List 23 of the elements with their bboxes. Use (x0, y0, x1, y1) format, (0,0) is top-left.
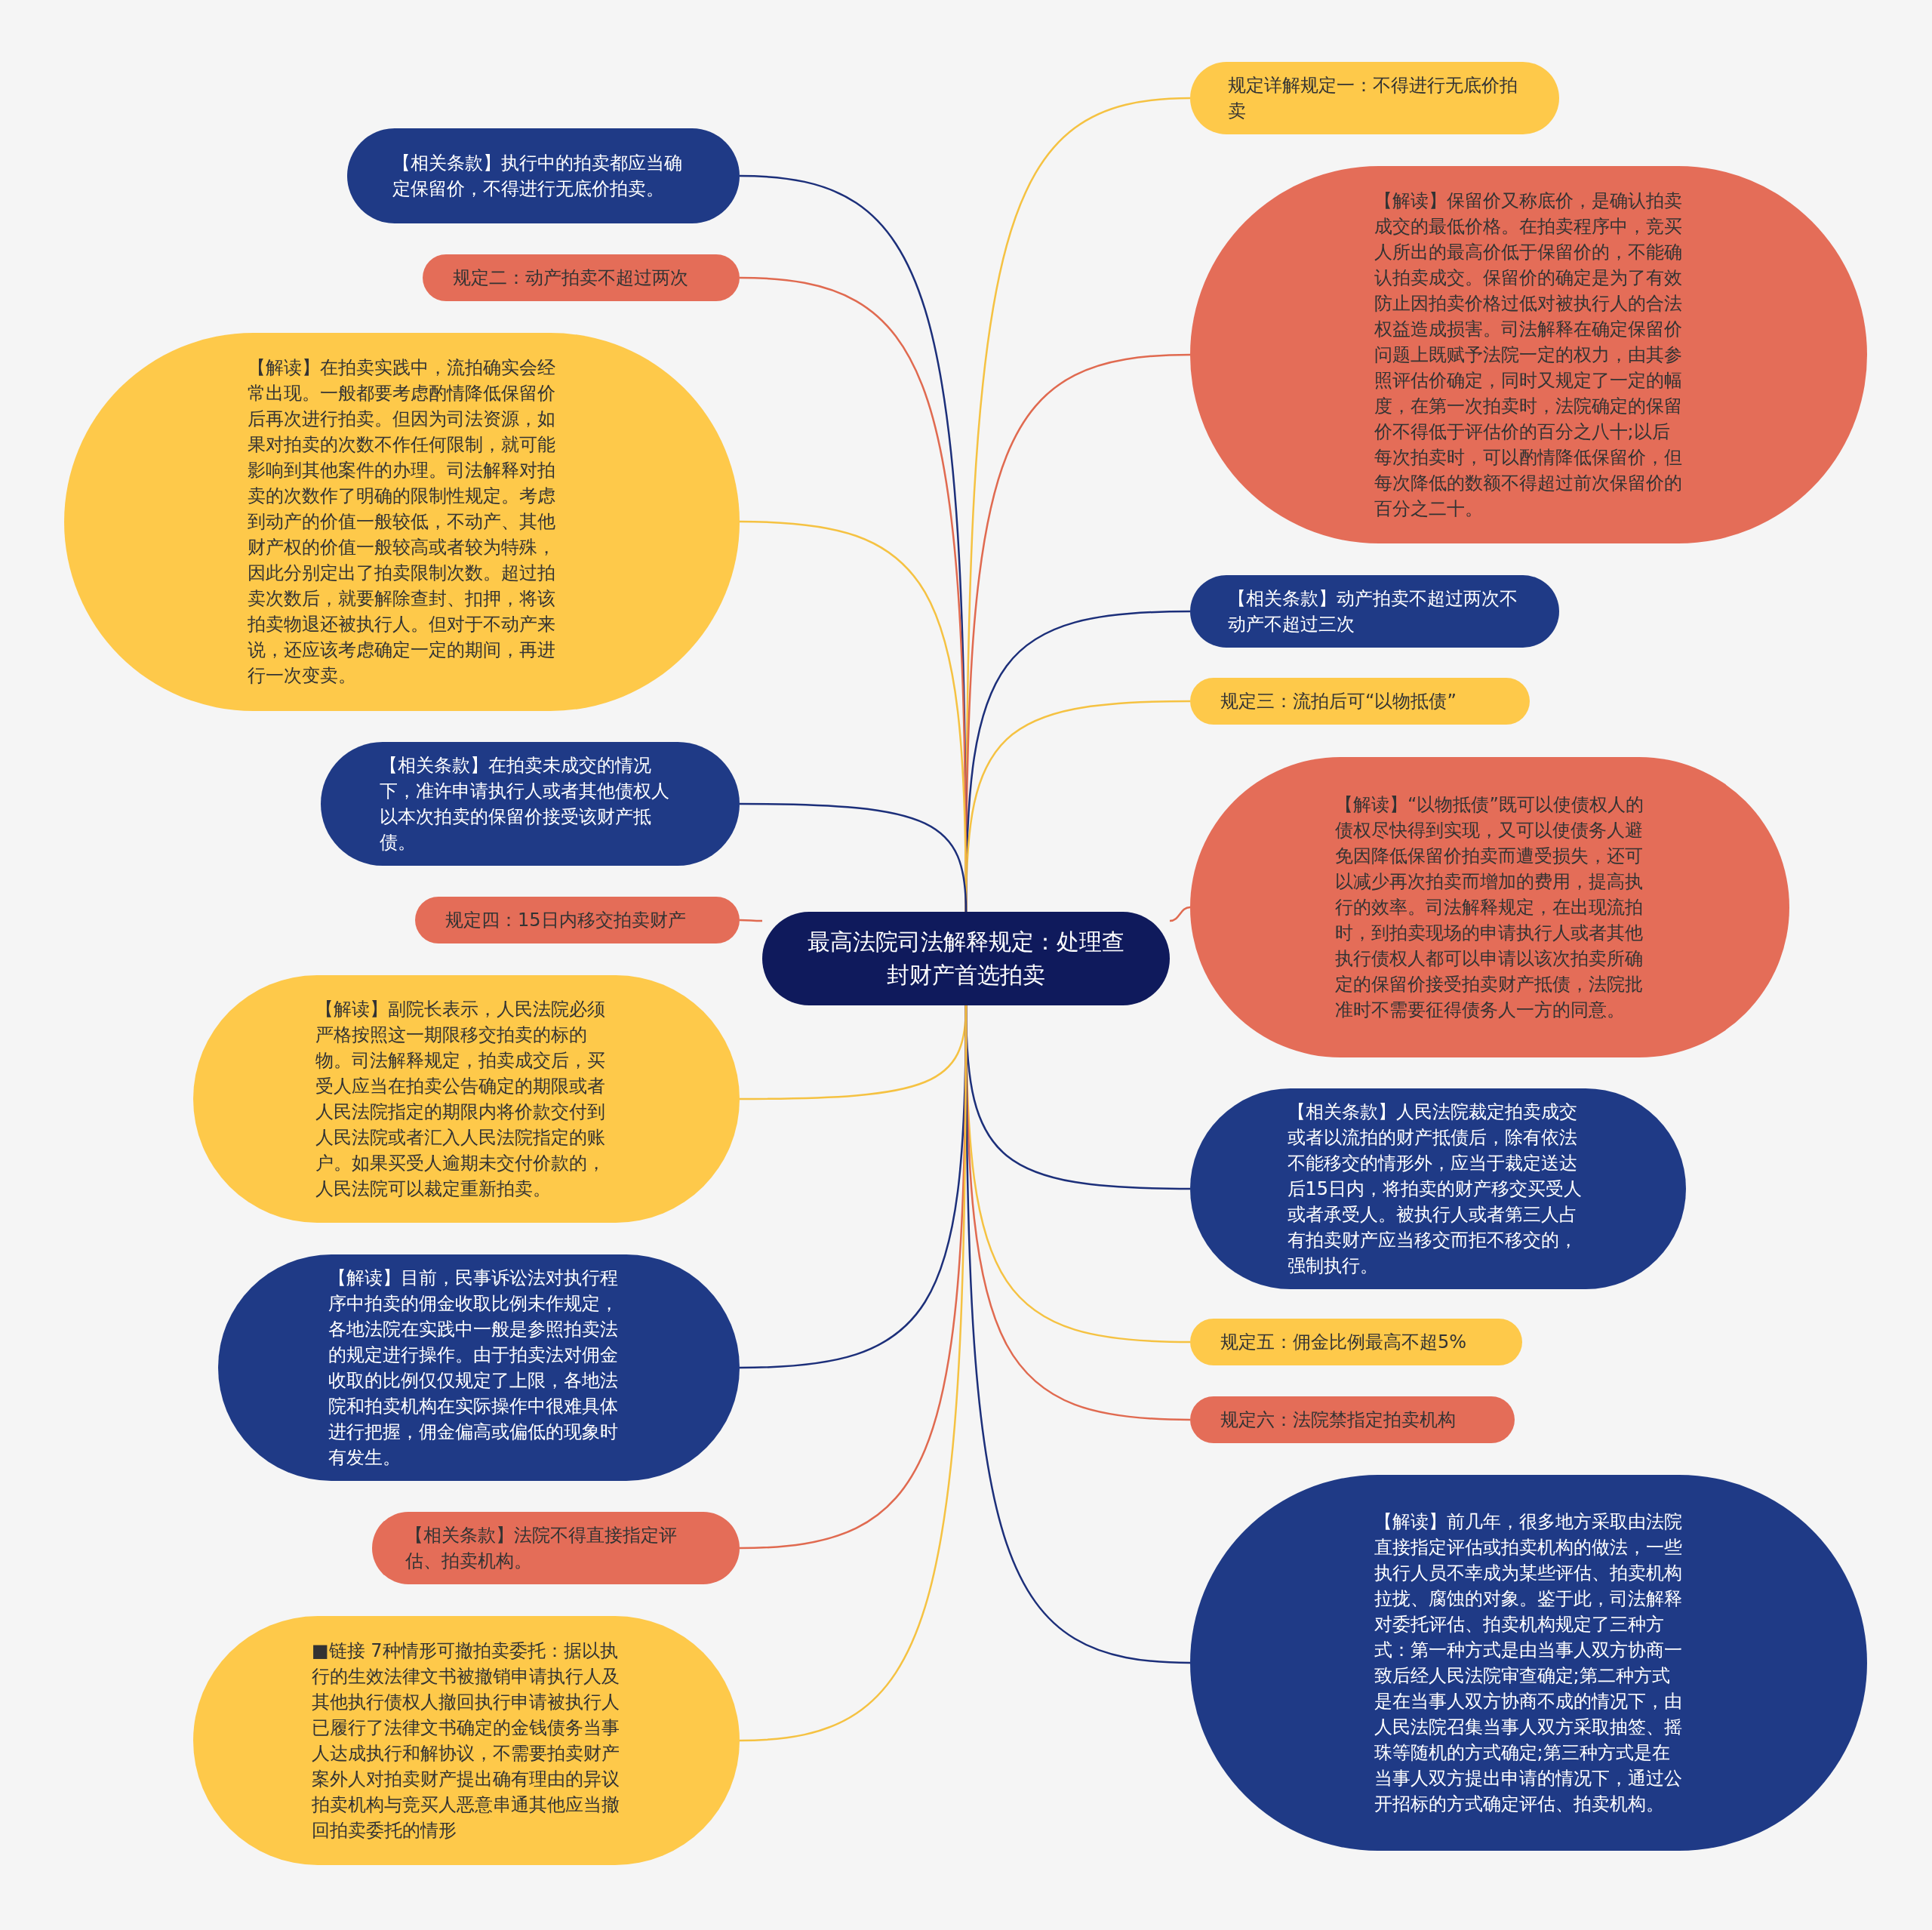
topic-text: 规定二：动产拍卖不超过两次 (453, 266, 689, 290)
topic-text: 【相关条款】法院不得直接指定评估、拍卖机构。 (405, 1524, 678, 1573)
connector-line (740, 919, 762, 922)
topic-text: 【解读】保留价又称底价，是确认拍卖成交的最低价格。在拍卖程序中，竞买人所出的最高价低于保留价的，不能确认拍卖成交。保留价的确定是为了有效防止因拍卖价格过低对被执行人的合法权益造成损害。司法解释在确定保留价问题上既赋予法院一定的权力，由其参照评估价确定，同时又规定了一定的幅度，在第一次拍卖时，法院确定的保留价不得低于评估价的百分之八十;以后每次拍卖时，可以酌情降低保留价，但每次降低的数额不得超过前次保留价的百分之二十。 (1374, 189, 1683, 521)
topic-text: 【解读】目前，民事诉讼法对执行程序中拍卖的佣金收取比例未作规定，各地法院在实践中一般是参照拍卖法的规定进行操作。由于拍卖法对佣金收取的比例仅仅规定了上限，各地法院和拍卖机构在实际操作中很难具体进行把握，佣金偏高或偏低的现象时有发生。 (328, 1267, 619, 1470)
topic-text: 规定六：法院禁指定拍卖机构 (1220, 1408, 1457, 1432)
topic-text: 【相关条款】执行中的拍卖都应当确定保留价，不得进行无底价拍卖。 (392, 152, 683, 201)
topic-text: 【相关条款】在拍卖未成交的情况下，准许申请执行人或者其他债权人以本次拍卖的保留价接受该财产抵债。 (379, 754, 670, 854)
topic-text: 规定三：流拍后可“以物抵债” (1220, 690, 1457, 713)
topic-text: 【相关条款】动产拍卖不超过两次不动产不超过三次 (1227, 587, 1518, 636)
central-topic-text: 最高法院司法解释规定：处理查封财产首选拍卖 (807, 928, 1125, 990)
topic-text: 规定五：佣金比例最高不超5% (1220, 1331, 1468, 1354)
topic-text: 规定四：15日内移交拍卖财产 (445, 909, 687, 932)
topic-text: 【相关条款】人民法院裁定拍卖成交或者以流拍的财产抵债后，除有依法不能移交的情形外，应当于裁定送达后15日内，将拍卖的财产移交买受人或者承受人。被执行人或者第三人占有拍卖财产应当移交而拒不移交的，强制执行。 (1287, 1100, 1583, 1278)
topic-text: 【解读】“以物抵债”既可以使债权人的债权尽快得到实现，又可以使债务人避免因降低保留价拍卖而遭受损失，还可以减少再次拍卖而增加的费用，提高执行的效率。司法解释规定，在出现流拍时，到拍卖现场的申请执行人或者其他执行债权人都可以申请以该次拍卖所确定的保留价接受拍卖财产抵债，法院批准时不需要征得债务人一方的同意。 (1335, 793, 1644, 1022)
topic-text: ■链接 7种情形可撤拍卖委托：据以执行的生效法律文书被撤销申请执行人及其他执行债权人撤回执行申请被执行人已履行了法律文书确定的金钱债务当事人达成执行和解协议，不需要拍卖财产案外人对拍卖财产提出确有理由的异议拍卖机构与竞买人恶意串通其他应当撤回拍卖委托的情形 (312, 1639, 620, 1842)
topic-text: 【解读】前几年，很多地方采取由法院直接指定评估或拍卖机构的做法，一些执行人员不幸成为某些评估、拍卖机构拉拢、腐蚀的对象。鉴于此，司法解释对委托评估、拍卖机构规定了三种方式：第一种方式是由当事人双方协商一致后经人民法院审查确定;第二种方式是在当事人双方协商不成的情况下，由人民法院召集当事人双方采取抽签、摇珠等随机的方式确定;第三种方式是在当事人双方提出申请的情况下，通过公开招标的方式确定评估、拍卖机构。 (1374, 1510, 1683, 1816)
connector-line (740, 802, 968, 913)
connector-line (1169, 906, 1191, 922)
connector-line (739, 1005, 968, 1742)
topic-text: 规定详解规定一：不得进行无底价拍卖 (1227, 74, 1518, 123)
topic-text: 【解读】副院长表示，人民法院必须严格按照这一期限移交拍卖的标的物。司法解释规定，拍卖成交后，买受人应当在拍卖公告确定的期限或者人民法院指定的期限内将价款交付到人民法院或者汇入人民法院指定的账户。如果买受人逾期未交付价款的，人民法院可以裁定重新拍卖。 (315, 998, 606, 1201)
topic-text: 【解读】在拍卖实践中，流拍确实会经常出现。一般都要考虑酌情降低保留价后再次进行拍卖。但因为司法资源，如果对拍卖的次数不作任何限制，就可能影响到其他案件的办理。司法解释对拍卖的次数作了明确的限制性规定。考虑到动产的价值一般较低，不动产、其他财产权的价值一般较高或者较为特殊，因此分别定出了拍卖限制次数。超过拍卖次数后，就要解除查封、扣押，将该拍卖物退还被执行人。但对于不动产来说，还应该考虑确定一定的期间，再进行一次变卖。 (247, 356, 556, 688)
